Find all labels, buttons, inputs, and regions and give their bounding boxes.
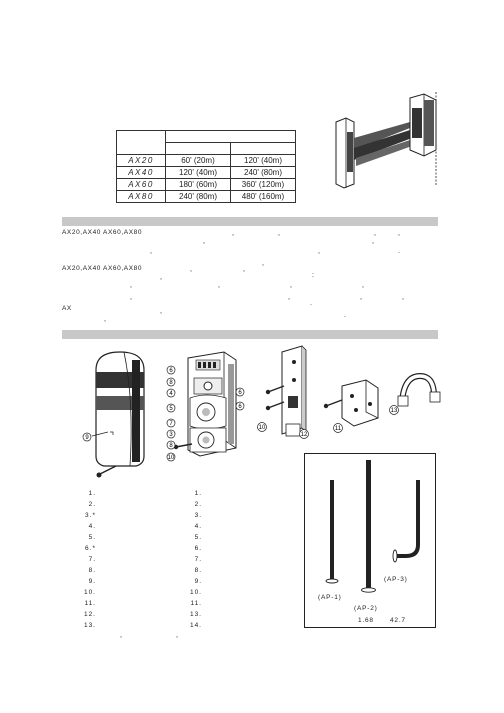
table-subheader-row — [117, 142, 296, 155]
list-item: 9. — [194, 578, 202, 585]
svg-text:6: 6 — [238, 390, 242, 396]
svg-text:8: 8 — [169, 443, 173, 449]
svg-text:6: 6 — [169, 368, 173, 374]
list-item: 3. — [194, 512, 202, 519]
list-item: 7. — [194, 556, 202, 563]
svg-text:11: 11 — [335, 426, 342, 432]
exploded-unit — [173, 351, 237, 457]
svg-text:10: 10 — [259, 425, 266, 431]
svg-text:8: 8 — [169, 380, 173, 386]
list-item: 7. — [88, 556, 96, 563]
table-row: AX40 120' (40m) 240' (80m) — [116, 166, 296, 179]
svg-text:4: 4 — [169, 391, 173, 397]
list-item: 9. — [88, 578, 96, 585]
section-header-bar — [62, 217, 438, 226]
list-item: 12. — [83, 611, 96, 618]
model-prefix-line: AX — [62, 305, 72, 312]
svg-text:12: 12 — [301, 432, 308, 438]
svg-text:7: 7 — [169, 421, 173, 427]
pole-dimension-a: 1.68 — [358, 617, 374, 624]
svg-text:6: 6 — [238, 404, 242, 410]
pole-dimension-b: 42.7 — [390, 617, 406, 624]
list-item: 10. — [83, 589, 96, 596]
list-item: 8. — [88, 567, 96, 574]
list-item: 6.* — [85, 545, 96, 552]
list-item: 11. — [190, 600, 202, 607]
indoor-range-cell: 480' (160m) — [230, 190, 296, 203]
list-item: 10. — [189, 589, 202, 596]
outdoor-range-cell: 240' (80m) — [165, 190, 231, 203]
model-list-line: AX20,AX40 AX60,AX80 — [62, 229, 143, 236]
svg-text:13: 13 — [391, 408, 398, 414]
list-item: 5. — [88, 534, 96, 541]
pole-label-ap2: (AP-2) — [354, 605, 378, 612]
table-row: AX60 180' (60m) 360' (120m) — [116, 178, 296, 191]
list-item: 2. — [88, 501, 96, 508]
list-item: 8. — [194, 567, 202, 574]
pole-clamp — [397, 372, 441, 407]
model-list-line: AX20,AX40 AX60,AX80 — [62, 265, 143, 272]
list-item: 1. — [88, 490, 96, 497]
list-item: 11. — [84, 600, 96, 607]
pole-label-ap3: (AP-3) — [384, 576, 408, 583]
list-item: 4. — [88, 523, 96, 530]
svg-text:5: 5 — [169, 406, 173, 412]
pole-label-ap1: (AP-1) — [318, 594, 342, 601]
range-table: AX20 60' (20m) 120' (40m) AX40 120' (40m… — [116, 130, 296, 203]
list-item: 2. — [194, 501, 202, 508]
svg-text:3: 3 — [169, 432, 173, 438]
list-item: 5. — [194, 534, 202, 541]
poles-frame — [304, 453, 436, 628]
callout-circles: 9 6 8 4 5 7 3 8 10 6 6 — [82, 365, 245, 462]
table-row: AX20 60' (20m) 120' (40m) — [116, 154, 296, 167]
svg-text:10: 10 — [168, 455, 175, 461]
list-item: 1. — [194, 490, 202, 497]
front-cover-unit — [91, 351, 145, 478]
footnote-punctuation: , — [176, 632, 178, 639]
list-item: 3.* — [85, 512, 96, 519]
list-item: 6. — [194, 545, 202, 552]
list-item: 14. — [189, 622, 202, 629]
list-item: 13. — [83, 622, 96, 629]
list-item: 4. — [194, 523, 202, 530]
mounting-bracket — [323, 379, 379, 427]
footnote-punctuation: , — [120, 632, 122, 639]
section-header-bar — [62, 330, 438, 339]
table-row: AX80 240' (80m) 480' (160m) — [116, 190, 296, 203]
callout-label: 9 — [85, 435, 89, 441]
list-item: 13. — [189, 611, 202, 618]
